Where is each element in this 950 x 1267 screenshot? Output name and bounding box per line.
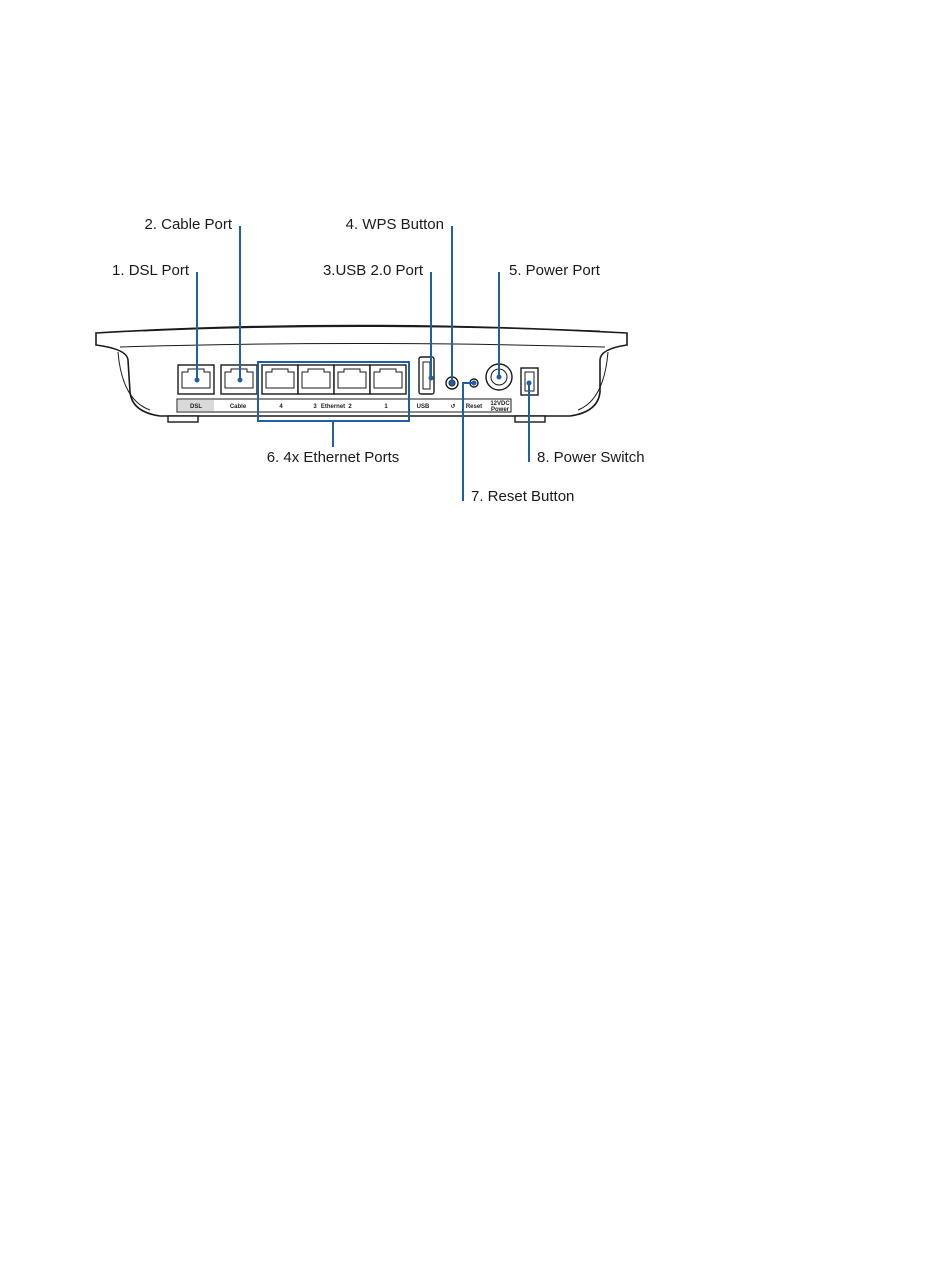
callout-power-switch-label: 8. Power Switch (537, 449, 645, 466)
label-strip: DSL Cable 4 3 Ethernet 2 1 USB ↺ Reset 1… (177, 399, 511, 413)
ethernet-port-2 (334, 365, 370, 394)
label-cable: Cable (230, 404, 247, 410)
callout-cable-port-label: 2. Cable Port (144, 216, 232, 233)
ethernet-port-1 (370, 365, 406, 394)
callout-ethernet-ports-label: 6. 4x Ethernet Ports (267, 449, 400, 466)
ethernet-port-4 (262, 365, 298, 394)
callout-usb-port-label: 3.USB 2.0 Port (323, 262, 424, 279)
callout-dsl-port-label: 1. DSL Port (112, 262, 190, 279)
label-reset: Reset (466, 404, 482, 410)
label-power: Power (491, 407, 510, 413)
label-usb: USB (417, 404, 430, 410)
ethernet-port-group (262, 365, 406, 394)
callout-wps-button-label: 4. WPS Button (346, 216, 444, 233)
callout-reset-button-label: 7. Reset Button (471, 488, 574, 505)
ethernet-port-3 (298, 365, 334, 394)
callout-power-port-label: 5. Power Port (509, 262, 601, 279)
label-dsl: DSL (190, 404, 202, 410)
label-wps-symbol: ↺ (450, 404, 455, 410)
label-ethernet: Ethernet (321, 404, 345, 410)
